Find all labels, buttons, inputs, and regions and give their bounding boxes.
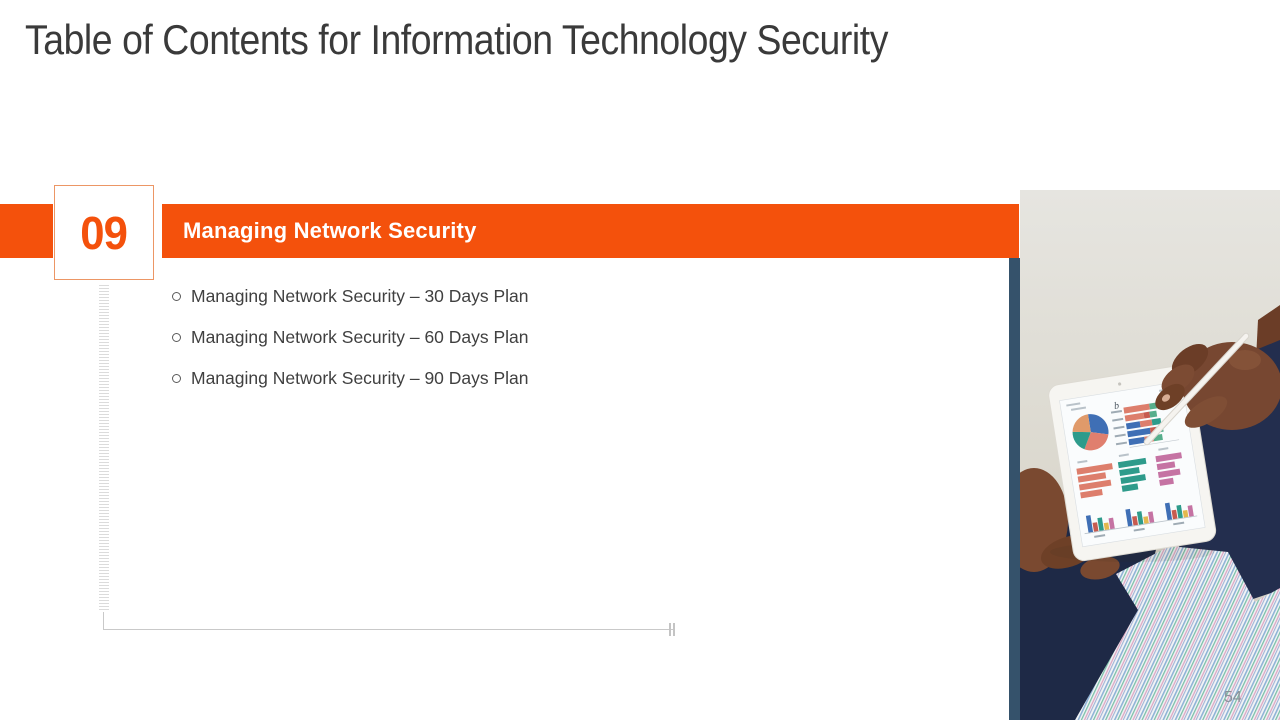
horizontal-bar-charts — [1076, 447, 1183, 499]
banner-left-segment — [0, 204, 53, 258]
left-hand — [1080, 556, 1120, 580]
page-title: Table of Contents for Information Techno… — [25, 16, 888, 63]
circle-bullet-icon — [172, 374, 181, 383]
tablet-camera — [1118, 382, 1122, 386]
toc-item-label: Managing Network Security – 60 Days Plan — [191, 327, 529, 347]
thumb — [1184, 396, 1228, 428]
connector-line-vertical — [103, 612, 104, 629]
section-banner-title: Managing Network Security — [183, 218, 477, 243]
toc-item: Managing Network Security – 90 Days Plan — [172, 358, 529, 399]
section-number-box: 09 — [54, 185, 154, 280]
toc-item: Managing Network Security – 30 Days Plan — [172, 276, 529, 317]
connector-end-tick — [669, 623, 671, 636]
toc-item: Managing Network Security – 60 Days Plan — [172, 317, 529, 358]
grouped-bar-chart — [1084, 502, 1198, 538]
photo-illustration: b — [1020, 190, 1280, 720]
connector-line-horizontal — [103, 629, 673, 630]
section-number: 09 — [80, 206, 129, 259]
dotted-ruler-line — [99, 285, 109, 612]
striped-shirt — [1075, 546, 1280, 720]
page-number: 54 — [1224, 689, 1242, 706]
connector-end-tick — [673, 623, 675, 636]
photo-tablet-charts: b — [1020, 190, 1280, 720]
pie-chart — [1070, 406, 1109, 451]
circle-bullet-icon — [172, 292, 181, 301]
navy-accent-strip — [1009, 258, 1020, 720]
toc-item-label: Managing Network Security – 30 Days Plan — [191, 286, 529, 306]
stylus-pen — [1144, 333, 1249, 445]
fingernail — [1161, 394, 1171, 402]
section-banner: Managing Network Security — [162, 204, 1019, 258]
circle-bullet-icon — [172, 333, 181, 342]
toc-list: Managing Network Security – 30 Days Plan… — [172, 276, 529, 399]
svg-text:b: b — [1113, 400, 1120, 412]
right-hand — [1229, 350, 1261, 370]
toc-item-label: Managing Network Security – 90 Days Plan — [191, 368, 529, 388]
